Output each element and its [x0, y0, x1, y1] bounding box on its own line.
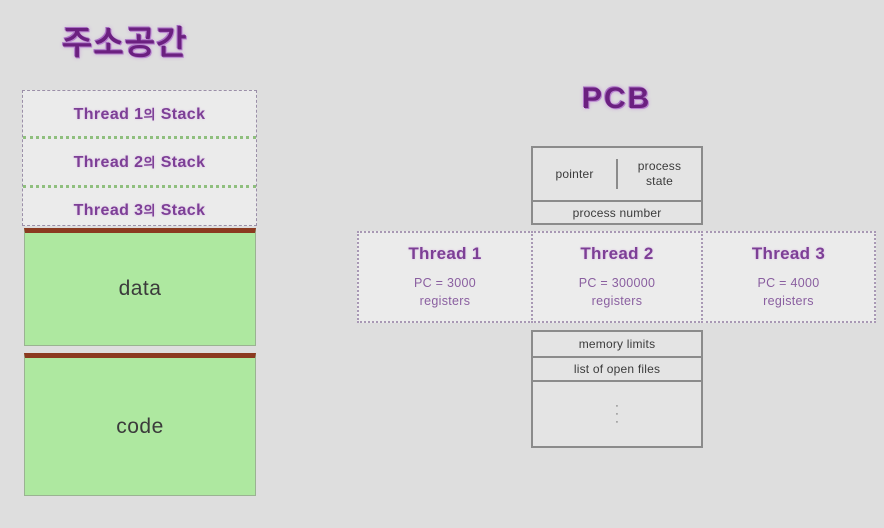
stack-label-thread-3-particle: 의 — [143, 203, 156, 219]
ellipsis-dot-2: · — [615, 408, 619, 420]
pcb-row-list-of-open-files: list of open files — [533, 356, 701, 380]
stack-row-thread-1: Thread 1의 Stack — [23, 91, 256, 136]
thread-box-2-title: Thread 2 — [580, 243, 654, 263]
pcb-row-ellipsis: · · · — [533, 380, 701, 446]
stack-label-thread-2-prefix: Thread 2 — [73, 153, 144, 171]
memory-segment-code-label: code — [116, 414, 164, 438]
pcb-row-memory-limits: memory limits — [578, 337, 656, 351]
thread-box-3: Thread 3 PC = 4000 registers — [701, 231, 876, 323]
vertical-ellipsis-icon: · · · — [615, 400, 619, 428]
stack-label-thread-3: Thread 3의 Stack — [74, 200, 206, 220]
memory-segment-data: data — [24, 228, 256, 346]
thread-box-2-registers: registers — [591, 294, 643, 308]
thread-box-2-pc: PC = 300000 — [578, 275, 656, 290]
stack-label-thread-1: Thread 1의 Stack — [74, 104, 206, 124]
page-title-pcb: PCB — [582, 82, 652, 115]
address-space-stacks-box: Thread 1의 Stack Thread 2의 Stack Thread 3… — [22, 90, 257, 226]
pcb-row-process-number: process number — [533, 200, 701, 223]
thread-box-3-pc: PC = 4000 — [757, 275, 820, 290]
pcb-cell-pointer: pointer — [555, 166, 594, 181]
stack-label-thread-2: Thread 2의 Stack — [74, 152, 206, 172]
ellipsis-dot-3: · — [615, 416, 619, 428]
pcb-cell-process-state-line1: process — [637, 159, 682, 173]
pcb-row-pointer-state: pointer process state — [533, 148, 701, 200]
memory-segment-data-label: data — [118, 277, 162, 300]
memory-segment-code: code — [24, 353, 256, 496]
thread-box-1-title: Thread 1 — [408, 243, 482, 263]
ellipsis-dot-1: · — [615, 400, 619, 412]
pcb-cell-process-state: process state — [616, 159, 701, 189]
stack-label-thread-3-suffix: Stack — [160, 202, 206, 220]
thread-box-3-title: Thread 3 — [751, 243, 826, 263]
thread-box-1-registers: registers — [419, 294, 471, 308]
stack-label-thread-1-particle: 의 — [143, 106, 156, 122]
stack-label-thread-1-suffix: Stack — [160, 105, 206, 123]
stack-label-thread-2-suffix: Stack — [160, 153, 206, 171]
pcb-table-upper: pointer process state process number — [531, 146, 703, 225]
thread-box-3-registers: registers — [763, 294, 814, 308]
stack-label-thread-3-prefix: Thread 3 — [73, 202, 144, 220]
stack-row-thread-3: Thread 3의 Stack — [23, 184, 256, 233]
thread-box-1: Thread 1 PC = 3000 registers — [357, 231, 533, 323]
thread-box-1-pc: PC = 3000 — [413, 275, 477, 290]
pcb-table-lower: memory limits list of open files · · · — [531, 330, 703, 448]
pcb-cell-process-state-line2: state — [645, 174, 673, 188]
stack-label-thread-2-particle: 의 — [143, 154, 156, 170]
thread-box-2: Thread 2 PC = 300000 registers — [531, 231, 703, 323]
page-title-address-space: 주소공간 — [62, 24, 188, 61]
stack-label-thread-1-prefix: Thread 1 — [73, 105, 144, 123]
stack-row-thread-2: Thread 2의 Stack — [23, 136, 256, 184]
